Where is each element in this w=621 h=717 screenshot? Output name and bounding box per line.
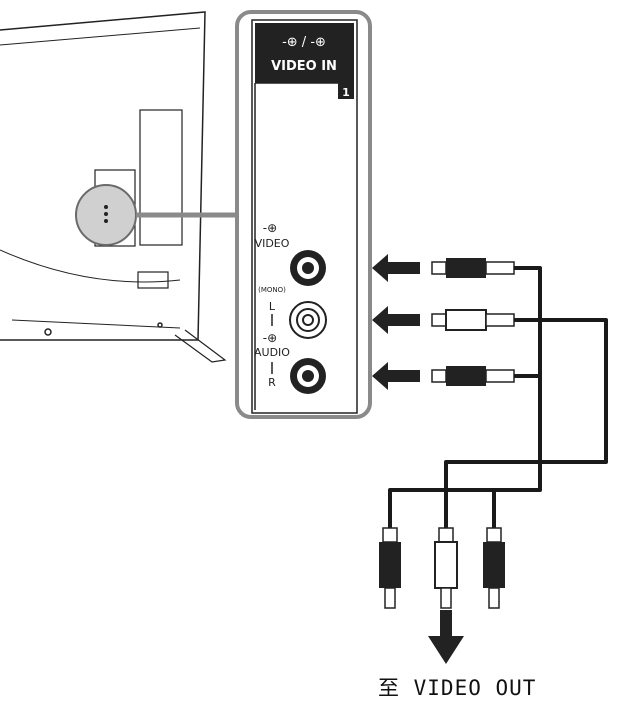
l-label: L — [269, 300, 276, 313]
video-jack — [290, 250, 326, 286]
cables — [388, 266, 608, 530]
audio-icon: -⊕ — [263, 331, 277, 345]
arrow-audio-r — [372, 362, 420, 390]
plug-bottom-left — [379, 527, 401, 609]
video-in-panel — [235, 10, 372, 419]
input-arrows — [372, 254, 420, 390]
port-locator — [75, 184, 244, 246]
plug-video — [431, 258, 515, 278]
arrow-video — [372, 254, 420, 282]
plug-bottom-center — [434, 527, 458, 609]
cable-white — [444, 318, 608, 530]
audio-label: AUDIO — [254, 346, 290, 359]
r-label: R — [268, 376, 276, 389]
input-number: 1 — [342, 86, 350, 99]
panel-title: VIDEO IN — [271, 59, 337, 74]
plug-audio-l — [431, 309, 515, 331]
mono-label: (MONO) — [258, 286, 286, 294]
down-arrow-icon — [428, 610, 464, 664]
cable-red — [492, 488, 540, 530]
plug-audio-r — [431, 366, 515, 386]
video-label: VIDEO — [255, 237, 290, 250]
audio-l-jack — [289, 301, 327, 339]
audio-r-jack — [290, 358, 326, 394]
cable-bundle — [388, 322, 542, 530]
plug-bottom-right — [483, 527, 505, 609]
header-icons: -⊕ / -⊕ — [282, 35, 326, 50]
video-icon: -⊕ — [263, 221, 277, 235]
caption-video-out: 至 VIDEO OUT — [378, 676, 537, 700]
arrow-audio-l — [372, 306, 420, 334]
